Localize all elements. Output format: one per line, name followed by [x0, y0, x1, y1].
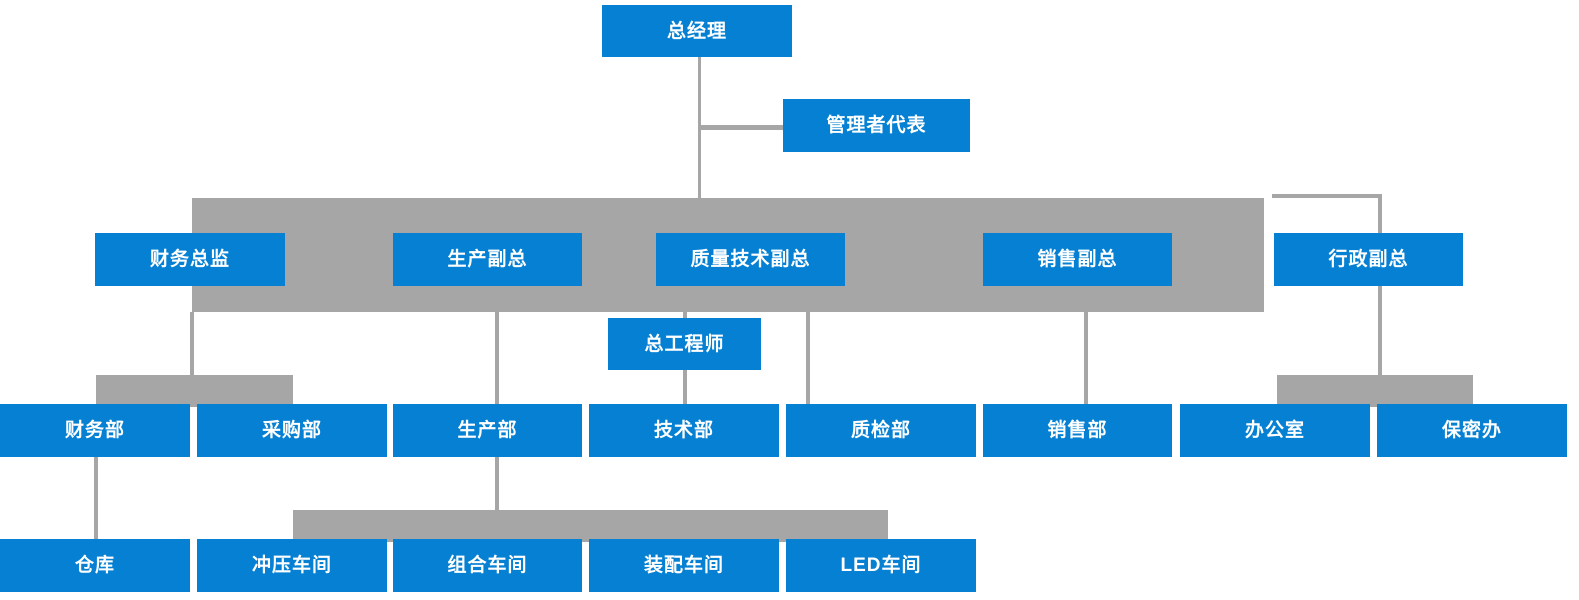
- node-sales-dept[interactable]: 销售部: [983, 404, 1172, 457]
- connector-quality-vp-drop: [806, 312, 810, 406]
- node-chief-engineer[interactable]: 总工程师: [608, 318, 761, 370]
- node-production-vp[interactable]: 生产副总: [393, 233, 582, 286]
- connector-production-dept-to-workshops: [495, 456, 499, 512]
- node-management-rep[interactable]: 管理者代表: [783, 99, 970, 152]
- node-finance-dept[interactable]: 财务部: [0, 404, 190, 457]
- node-finance-director[interactable]: 财务总监: [95, 233, 285, 286]
- connector-finance-dept-to-warehouse: [94, 456, 98, 542]
- node-office[interactable]: 办公室: [1180, 404, 1370, 457]
- connector-chief-engineer-to-tech-dept: [683, 370, 687, 408]
- connector-gm-to-management-rep: [698, 125, 786, 130]
- connector-finance-director-drop: [190, 312, 194, 380]
- node-confidential-office[interactable]: 保密办: [1377, 404, 1567, 457]
- band-finance-purchasing: [96, 375, 293, 407]
- connector-sales-vp-drop: [1084, 312, 1088, 406]
- node-technology-dept[interactable]: 技术部: [589, 404, 779, 457]
- node-warehouse[interactable]: 仓库: [0, 539, 190, 592]
- node-general-manager[interactable]: 总经理: [602, 5, 792, 57]
- connector-band-to-admin-vp-h: [1272, 194, 1382, 198]
- band-office-confidential: [1277, 375, 1473, 407]
- node-led-workshop[interactable]: LED车间: [786, 539, 976, 592]
- node-quality-inspection-dept[interactable]: 质检部: [786, 404, 976, 457]
- node-production-dept[interactable]: 生产部: [393, 404, 582, 457]
- node-admin-vp[interactable]: 行政副总: [1274, 233, 1463, 286]
- band-workshops: [293, 510, 888, 542]
- node-quality-tech-vp[interactable]: 质量技术副总: [656, 233, 845, 286]
- connector-production-vp-drop: [495, 312, 499, 406]
- node-purchasing-dept[interactable]: 采购部: [197, 404, 387, 457]
- node-fitting-workshop[interactable]: 装配车间: [589, 539, 779, 592]
- node-sales-vp[interactable]: 销售副总: [983, 233, 1172, 286]
- node-stamping-workshop[interactable]: 冲压车间: [197, 539, 387, 592]
- connector-admin-vp-vertical: [1378, 194, 1382, 382]
- node-assembly-workshop[interactable]: 组合车间: [393, 539, 582, 592]
